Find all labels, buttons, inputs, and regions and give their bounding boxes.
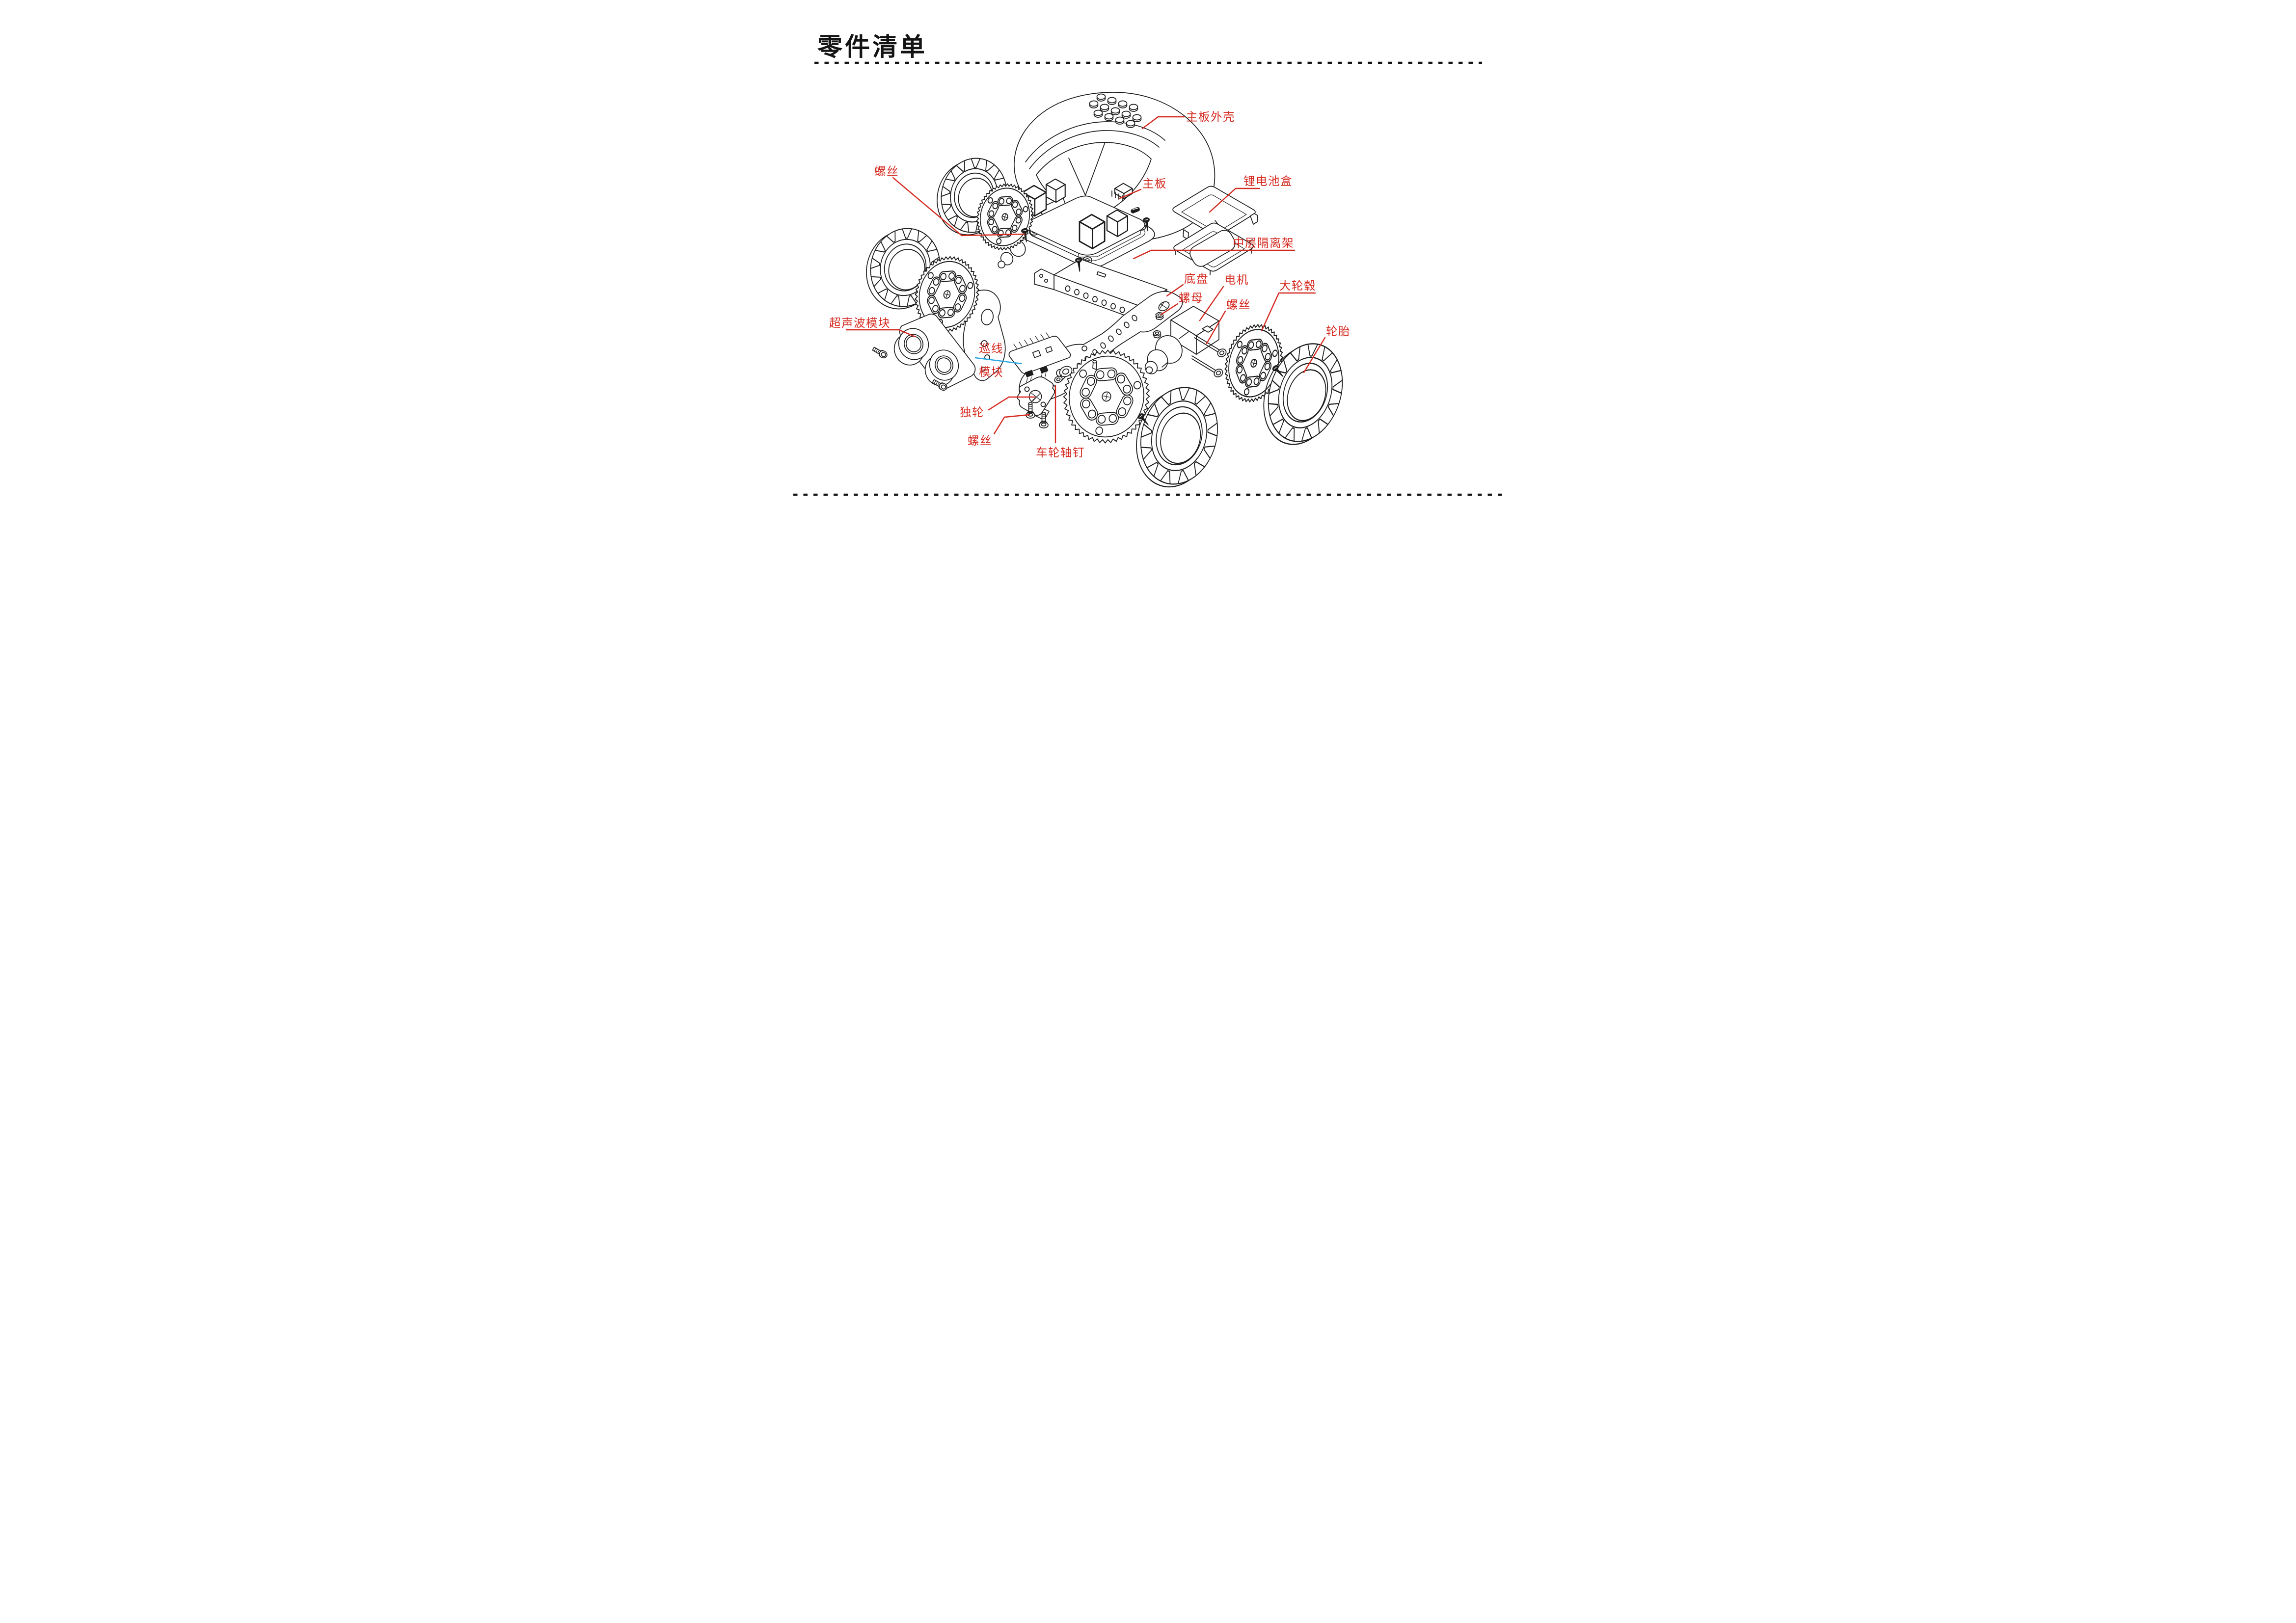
nuts-drawing [1153,312,1164,339]
leader-motor [1199,286,1224,321]
label-caster-screw: 螺丝 [968,434,992,448]
label-chassis: 底盘 [1184,272,1209,286]
leader-nut [1160,303,1179,316]
leader-ultrasonic [845,329,916,338]
leader-deck-screw [892,177,1026,237]
label-wheel-axle-pin: 车轮轴钉 [1036,446,1085,459]
label-ultrasonic: 超声波模块 [829,316,891,330]
leader-tire [1303,337,1326,373]
label-big-wheel-hub: 大轮毂 [1279,279,1316,293]
label-tire: 轮胎 [1326,324,1351,338]
label-battery-box: 锂电池盒 [1243,174,1293,188]
label-motor-screw: 螺丝 [1226,298,1251,312]
motor-drawing [1144,306,1219,374]
leader-mainboard [1119,188,1142,199]
small-screws-drawing [872,346,1049,428]
line-follow-module-drawing [1008,332,1071,383]
leader-line-follow [974,357,1023,365]
label-nut: 螺母 [1179,291,1203,305]
page-title: 零件清单 [817,33,927,62]
front-bracket-drawing [963,290,1006,381]
wheels-and-gears-drawing [866,158,1343,488]
label-mainboard: 主板 [1142,177,1167,190]
black-screws-drawing [1021,217,1284,426]
leader-caster [988,396,1036,411]
label-caster: 独轮 [960,405,984,419]
battery-tray-drawing [1173,220,1254,275]
parts-diagram: 零件清单 [765,0,1531,541]
leader-mainboard-shell [1141,116,1185,130]
label-middle-frame: 中层隔离架 [1233,236,1294,250]
ultrasonic-module-drawing [893,314,976,389]
label-line-follow-1: 巡线 [979,342,1003,355]
label-line-follow-2: 模块 [979,365,1003,379]
leader-chassis [1166,284,1184,297]
leader-battery-box [1209,187,1261,213]
wheel-axle-pin-drawing [1054,360,1097,383]
label-motor: 电机 [1224,273,1249,287]
leader-motor-screw [1206,310,1226,345]
leader-middle-frame [1133,249,1296,260]
label-deck-screw: 螺丝 [874,164,899,178]
exploded-view-drawing [866,92,1343,488]
leader-big-wheel-hub [1261,292,1316,332]
label-mainboard-shell: 主板外壳 [1186,110,1235,124]
leader-caster-screw [993,414,1030,435]
